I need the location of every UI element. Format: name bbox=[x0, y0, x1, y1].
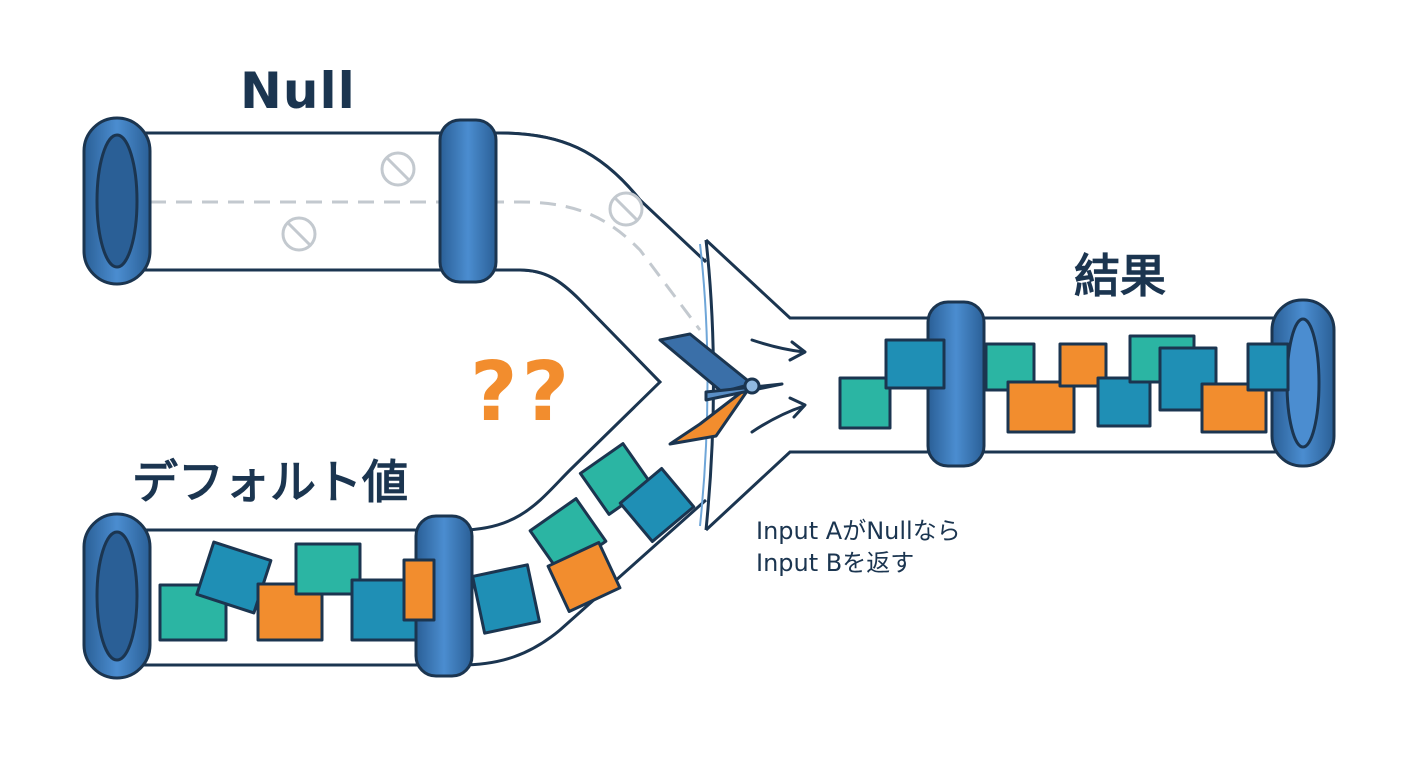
default-pipe-left-ring bbox=[82, 512, 152, 680]
block bbox=[1200, 382, 1268, 434]
null-pipe-right-ring bbox=[438, 118, 498, 284]
null-pipe-label: Null bbox=[240, 62, 356, 120]
block bbox=[1006, 380, 1076, 434]
operator-description: Input AがNullなら Input Bを返す bbox=[756, 515, 961, 579]
block bbox=[1246, 342, 1290, 392]
default-value-blocks bbox=[158, 442, 696, 642]
switch-flap-icon bbox=[658, 332, 784, 446]
block bbox=[618, 466, 696, 544]
null-tokens bbox=[281, 151, 644, 252]
null-flow-path bbox=[150, 200, 702, 331]
block bbox=[1096, 376, 1152, 428]
prohibited-circle-icon bbox=[608, 191, 644, 227]
description-line-1: Input AがNullなら bbox=[756, 517, 961, 545]
block bbox=[838, 376, 892, 430]
block bbox=[402, 558, 436, 622]
block bbox=[471, 563, 541, 635]
description-line-2: Input Bを返す bbox=[756, 549, 915, 577]
result-blocks bbox=[838, 334, 1290, 434]
operator-label: ?? bbox=[470, 345, 573, 440]
result-pipe-label: 結果 bbox=[1074, 249, 1166, 303]
prohibited-circle-icon bbox=[380, 151, 416, 187]
block bbox=[884, 338, 946, 390]
curved-arrow-icon bbox=[750, 396, 807, 434]
curved-arrow-icon bbox=[750, 338, 807, 362]
default-pipe-label: デフォルト値 bbox=[132, 455, 408, 509]
block bbox=[294, 542, 362, 596]
block bbox=[546, 541, 622, 613]
null-pipe-left-ring bbox=[82, 116, 152, 286]
flow-arrows bbox=[750, 338, 807, 434]
prohibited-circle-icon bbox=[281, 216, 317, 252]
